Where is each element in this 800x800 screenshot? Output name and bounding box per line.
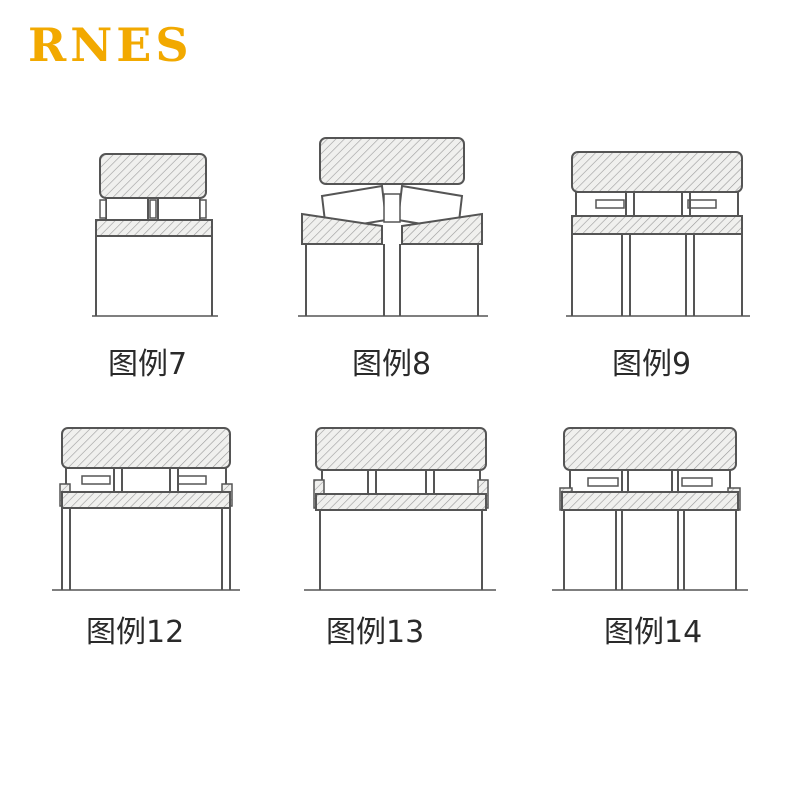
brand-logo: RNES (28, 18, 193, 72)
bearing-diagram-13 (304, 424, 496, 596)
bearing-diagram-12 (52, 424, 240, 596)
bearing-diagram-7 (92, 150, 222, 320)
bearing-diagram-8 (298, 134, 488, 320)
figure-label-9: 图例9 (612, 347, 692, 382)
figure-label-14: 图例14 (604, 615, 703, 650)
figure-label-13: 图例13 (326, 615, 425, 650)
figure-label-8: 图例8 (352, 347, 432, 382)
figure-label-12: 图例12 (86, 615, 185, 650)
bearing-diagram-9 (566, 148, 750, 320)
figure-label-7: 图例7 (108, 347, 188, 382)
bearing-diagram-14 (552, 424, 748, 596)
